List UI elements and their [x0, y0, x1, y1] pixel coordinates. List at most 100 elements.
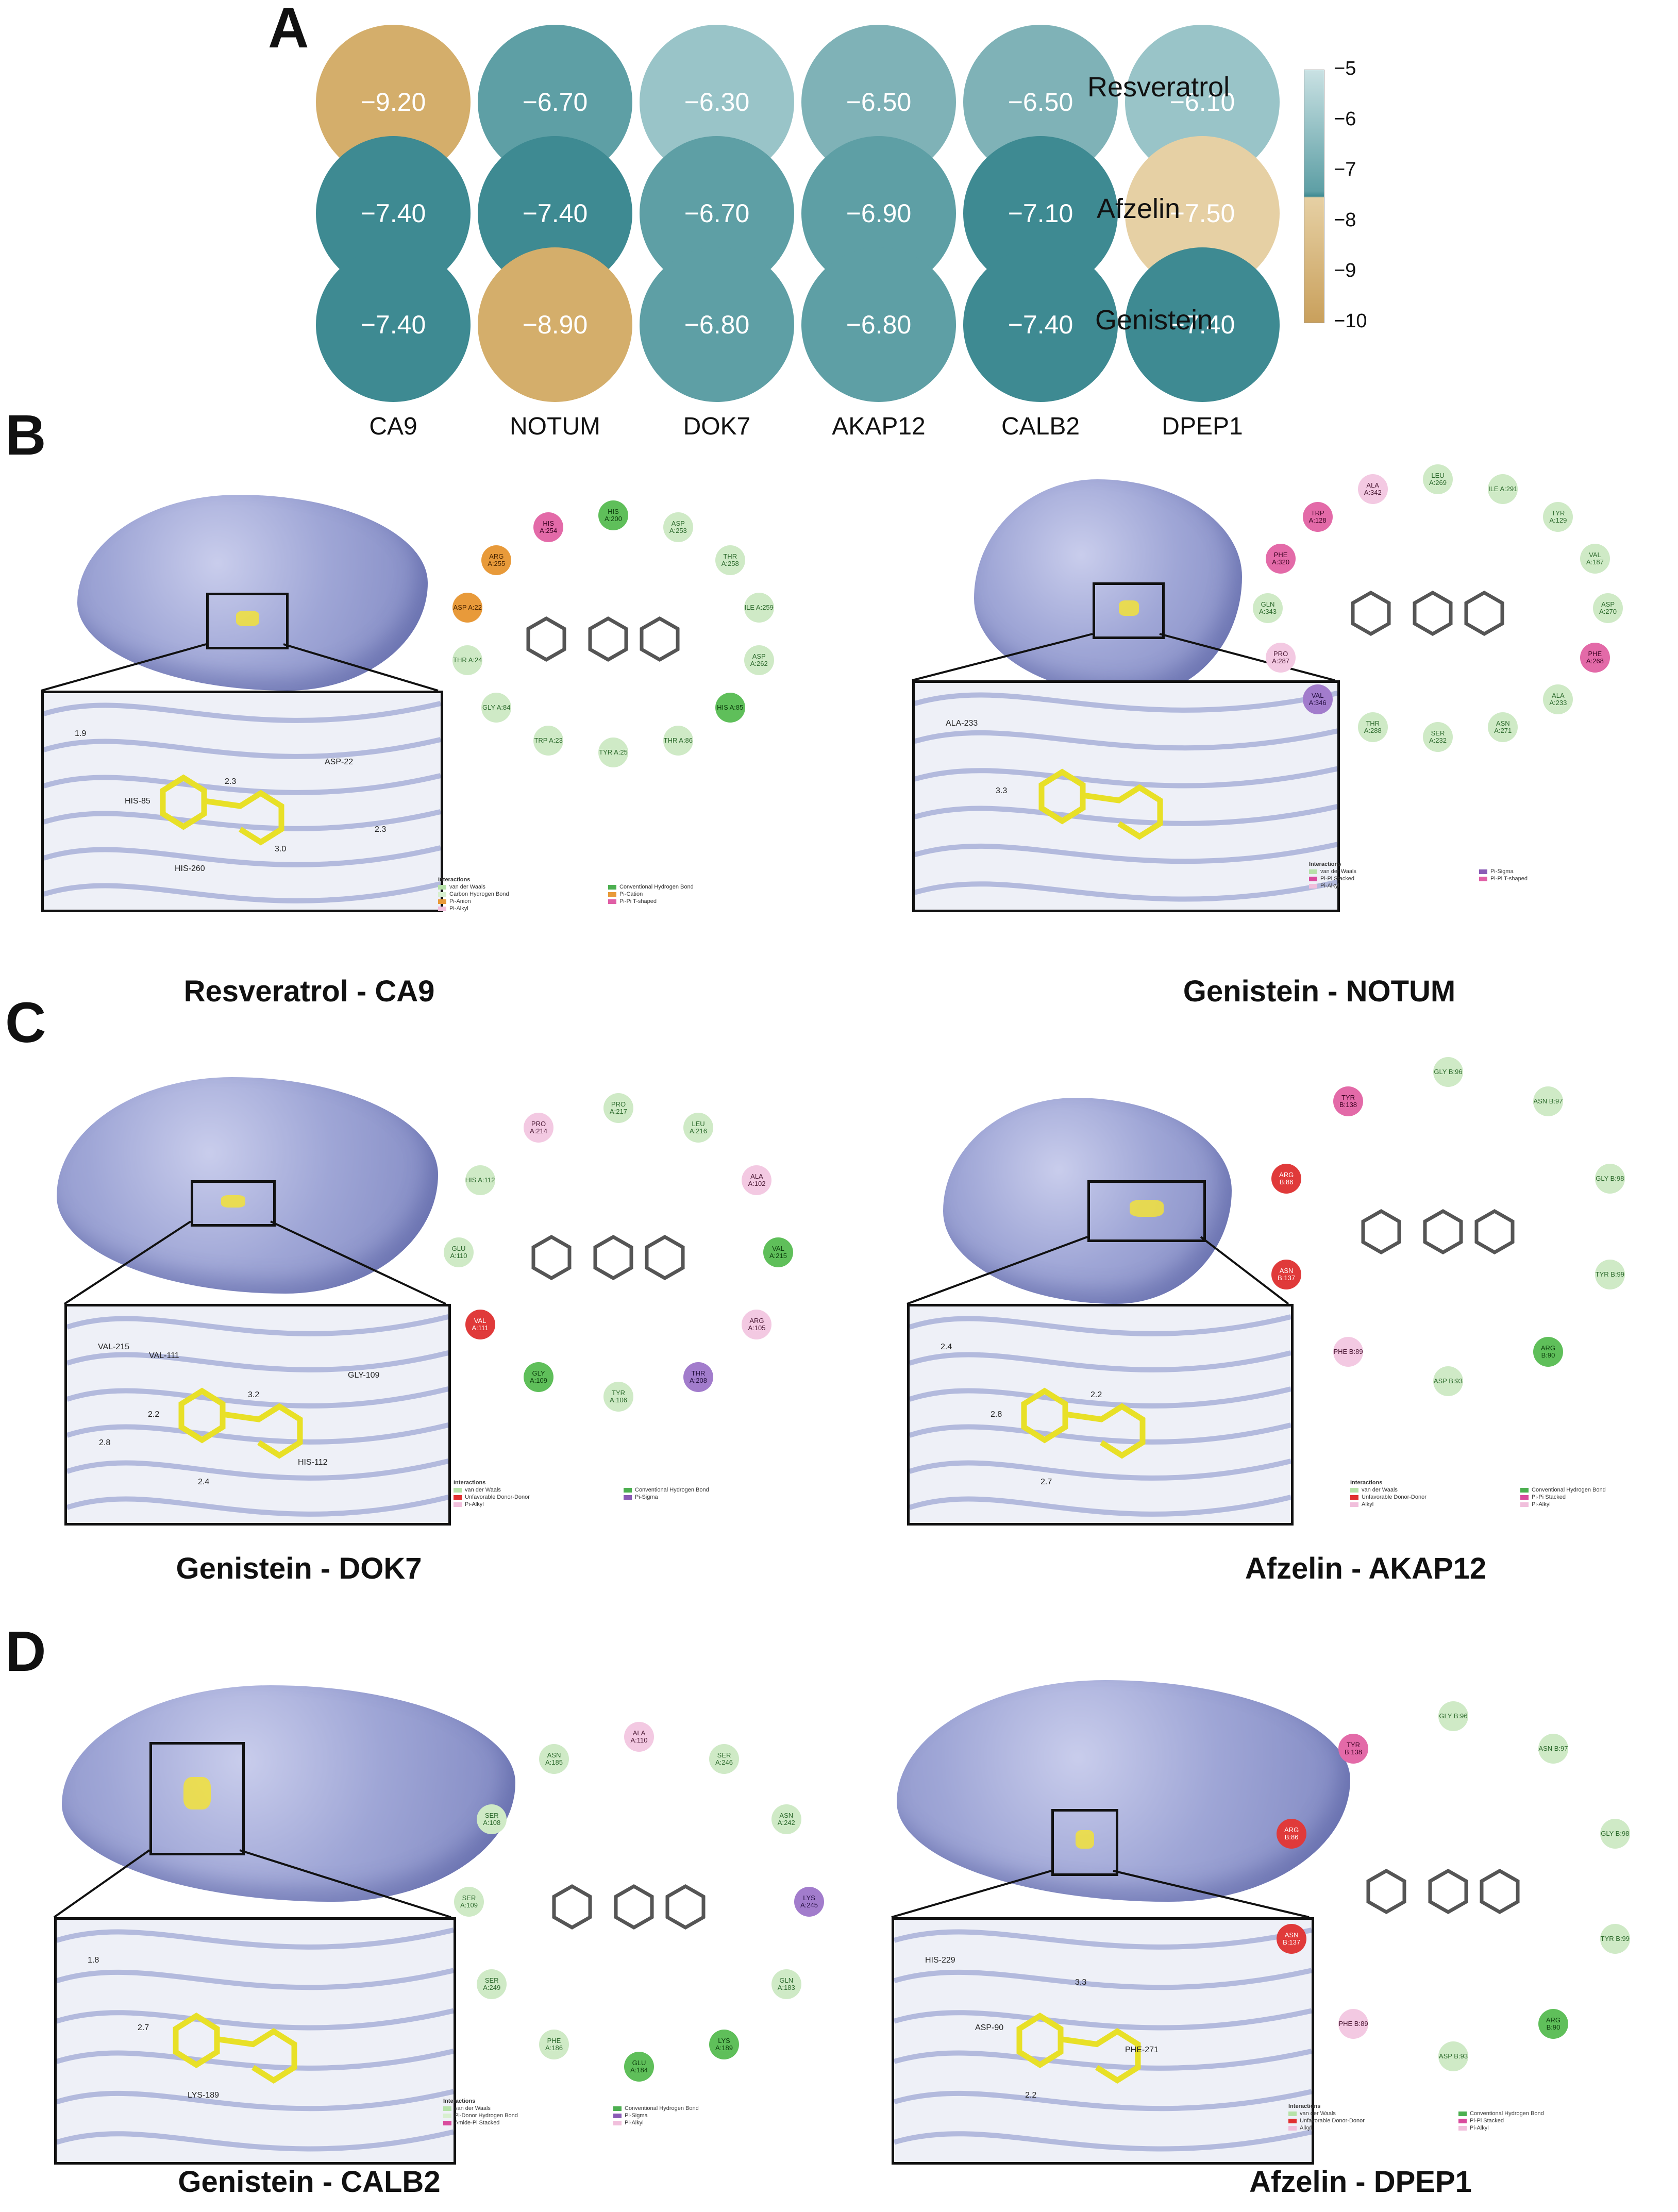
- legend-label: van der Waals: [449, 884, 485, 890]
- ribbon-strand: [44, 737, 441, 759]
- zoom-label: 2.2: [148, 1410, 160, 1419]
- heatmap-col-label: DPEP1: [1162, 413, 1243, 440]
- heatmap-cell-label: −7.40: [360, 199, 426, 228]
- legend-item: Pi-Alkyl: [454, 1501, 624, 1508]
- legend-item: van der Waals: [1309, 868, 1479, 875]
- legend-label: Pi-Pi Stacked: [1532, 1494, 1566, 1500]
- residue-node: ARG B:86: [1277, 1819, 1307, 1849]
- heatmap-cell-label: −7.10: [1008, 199, 1073, 228]
- residue-node: ARG B:86: [1271, 1164, 1302, 1194]
- heatmap-cell: −8.90: [478, 247, 632, 402]
- legend-label: Unfavorable Donor-Donor: [1362, 1494, 1427, 1500]
- heatmap-cell-label: −6.80: [684, 310, 750, 339]
- legend-item: Unfavorable Donor-Donor: [1350, 1494, 1520, 1501]
- residue-node: ASP A:253: [663, 512, 693, 542]
- legend-item: Amide-Pi Stacked: [443, 2119, 613, 2126]
- ligand-ring: [665, 1884, 706, 1930]
- ribbon-strand: [915, 842, 1337, 864]
- legend-label: Pi-Alkyl: [465, 1501, 484, 1507]
- ligand-2d-structure: [1366, 1868, 1520, 1915]
- residue-node: ILE A:259: [744, 592, 774, 623]
- ligand-stick: [160, 774, 284, 846]
- legend-swatch: [608, 892, 616, 897]
- panel-label-d: D: [5, 1620, 46, 1683]
- ribbon-strand: [910, 1459, 1291, 1481]
- heatmap-col-label: DOK7: [683, 413, 751, 440]
- zoom-connector: [53, 1849, 451, 1918]
- ligand-marker: [1118, 600, 1139, 616]
- residue-node: GLY A:84: [481, 693, 512, 723]
- ligand-marker: [1130, 1200, 1164, 1217]
- legend-label: Pi-Pi Stacked: [1470, 2118, 1504, 2124]
- legend-swatch: [438, 884, 446, 890]
- ribbon-strand: [915, 804, 1337, 826]
- residue-node: ALA A:102: [742, 1165, 772, 1195]
- residue-node: PHE B:89: [1338, 2008, 1369, 2039]
- legend-swatch: [624, 1495, 632, 1500]
- panel-caption: Afzelin - AKAP12: [1245, 1552, 1487, 1585]
- ligand-ring: [640, 616, 680, 662]
- legend-swatch: [1479, 876, 1487, 881]
- legend-label: Pi-Pi T-shaped: [1490, 876, 1528, 882]
- zoom-line: [53, 1849, 150, 1918]
- legend-title: Interactions: [454, 1480, 486, 1486]
- heatmap-col-label: NOTUM: [510, 413, 600, 440]
- legend-item: Pi-Sigma: [624, 1494, 727, 1501]
- legend-swatch: [1520, 1495, 1529, 1500]
- legend-item: Pi-Alkyl: [613, 2119, 716, 2126]
- ligand-ring: [1366, 1868, 1406, 1915]
- legend-swatch: [438, 892, 446, 897]
- residue-node: GLN A:343: [1253, 593, 1283, 623]
- zoom-connector: [891, 1870, 1310, 1918]
- residue-node: PHE A:320: [1266, 544, 1296, 574]
- ligand-stick: [1038, 768, 1163, 840]
- zoom-label: 1.9: [75, 729, 87, 738]
- ribbon-strand: [894, 1928, 1312, 1950]
- zoom-label: PHE-271: [1125, 2046, 1159, 2054]
- zoom-connector: [912, 633, 1335, 681]
- legend-item: Pi-Pi Stacked: [1458, 2117, 1562, 2124]
- zoom-label: 2.8: [99, 1438, 111, 1447]
- ligand-ring: [1464, 590, 1504, 636]
- legend-swatch: [1458, 2111, 1467, 2116]
- ribbon-strand: [894, 2129, 1312, 2152]
- ribbon-strand: [57, 2049, 454, 2071]
- legend-label: Pi-Alkyl: [625, 2120, 644, 2126]
- ribbon-strand: [915, 766, 1337, 789]
- legend-item: Pi-Alkyl: [438, 905, 608, 912]
- residue-node: ARG B:90: [1538, 2008, 1568, 2039]
- panel-label-a: A: [268, 0, 309, 60]
- legend-item: Pi-Sigma: [1479, 868, 1582, 875]
- zoom-connector: [63, 1220, 446, 1305]
- legend-item: Pi-Pi Stacked: [1520, 1494, 1623, 1501]
- colorbar-tick: −10: [1334, 310, 1367, 332]
- heatmap-cell-label: −6.50: [846, 88, 912, 116]
- residue-node: ASN A:242: [771, 1804, 801, 1834]
- zoom-connector: [41, 643, 439, 692]
- residue-node: GLY B:98: [1595, 1164, 1625, 1194]
- legend-swatch: [613, 2113, 622, 2118]
- legend-label: van der Waals: [455, 2105, 491, 2112]
- ribbon-cartoon: [67, 1314, 448, 1517]
- legend-title: Interactions: [443, 2098, 476, 2104]
- ligand-ring: [552, 1884, 592, 1930]
- residue-node: LEU A:269: [1423, 464, 1453, 494]
- ribbon-strand: [910, 1350, 1291, 1372]
- residue-node: HIS A:200: [598, 500, 628, 530]
- heatmap-row-label: Afzelin: [1097, 193, 1181, 224]
- legend-swatch: [454, 1502, 462, 1507]
- binding-site-box: [1087, 1180, 1206, 1242]
- ribbon-strand: [910, 1422, 1291, 1445]
- legend-item: Conventional Hydrogen Bond: [1520, 1486, 1623, 1494]
- residue-node: LEU A:216: [683, 1112, 713, 1143]
- heatmap-row-label: Genistein: [1095, 305, 1213, 336]
- heatmap-cell-label: −9.20: [360, 88, 426, 116]
- panel-caption: Resveratrol - CA9: [183, 975, 435, 1008]
- legend-item: van der Waals: [454, 1486, 624, 1494]
- residue-node: ASN B:137: [1271, 1259, 1302, 1289]
